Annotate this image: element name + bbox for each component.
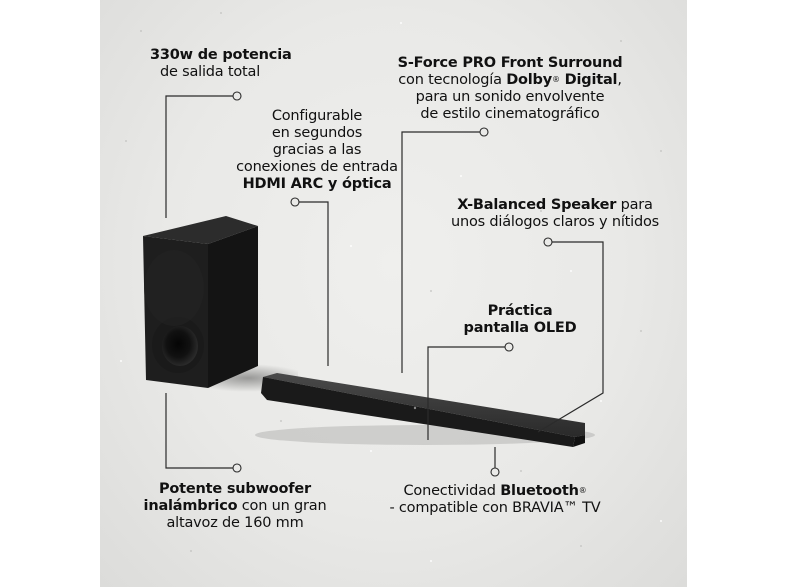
callout-hdmi-line2: en segundos (271, 125, 363, 141)
callout-sforce-line1: S-Force PRO Front Surround (397, 55, 623, 71)
callout-bluetooth-bold: Bluetooth (500, 483, 579, 499)
callout-bluetooth: Conectividad Bluetooth® - compatible con… (375, 483, 615, 517)
callout-sforce-line2: con tecnología Dolby® Digital, (398, 72, 622, 88)
callout-power-line1: 330w de potencia (150, 47, 292, 63)
callout-xbalanced-speaker: X-Balanced Speaker para unos diálogos cl… (435, 197, 675, 231)
callout-xbalanced-bold: X-Balanced Speaker (457, 197, 617, 213)
callout-power-line2: de salida total (159, 64, 261, 80)
callout-sforce-line3: para un sonido envolvente (415, 89, 605, 105)
callout-hdmi-line1: Configurable (271, 108, 363, 124)
callout-oled-line2: pantalla OLED (463, 320, 577, 336)
callout-wireless-subwoofer: Potente subwoofer inalámbrico con un gra… (140, 481, 330, 532)
callout-bluetooth-line2: - compatible con BRAVIA™ TV (389, 500, 601, 516)
callout-sforce-line4: de estilo cinematográfico (420, 106, 600, 122)
callout-subwoofer-line3: altavoz de 160 mm (166, 515, 304, 531)
callout-oled-line1: Práctica (487, 303, 553, 319)
callout-hdmi-line5: HDMI ARC y óptica (242, 176, 392, 192)
callout-oled-display: Práctica pantalla OLED (455, 303, 585, 337)
callout-hdmi-line3: gracias a las (272, 142, 362, 158)
callout-subwoofer-line2-bold: inalámbrico (143, 498, 238, 514)
callout-lines (165, 91, 604, 477)
callout-power-output: 330w de potencia de salida total (150, 47, 292, 81)
callout-xbalanced-line2: unos diálogos claros y nítidos (451, 214, 659, 230)
soundbar-image (255, 373, 595, 447)
callout-sforce-surround: S-Force PRO Front Surround con tecnologí… (390, 55, 630, 123)
callout-hdmi-config: Configurable en segundos gracias a las c… (222, 108, 412, 193)
subwoofer-image (143, 216, 298, 392)
callout-subwoofer-line1: Potente subwoofer (158, 481, 312, 497)
product-feature-panel: 330w de potencia de salida total Configu… (100, 0, 687, 587)
callout-hdmi-line4: conexiones de entrada (236, 159, 398, 175)
